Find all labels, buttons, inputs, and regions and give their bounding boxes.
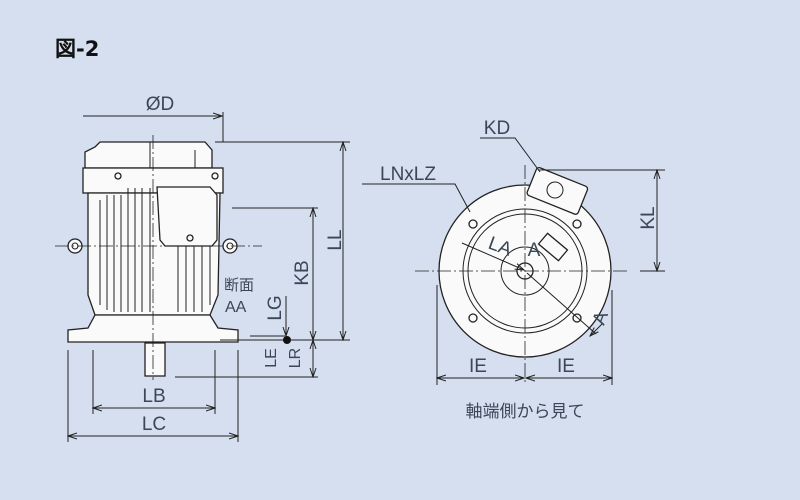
dim-label-lc: LC [142,414,166,435]
terminal-box [156,186,218,247]
dim-label-diameter: ØD [146,94,175,115]
side-view-motor [55,135,262,380]
dim-label-lg: LG [265,295,286,320]
dim-label-kl: KL [638,206,659,229]
shaft [144,342,166,377]
bolt-holes [468,219,582,323]
dim-label-ie-right: IE [557,356,575,377]
dim-label-kd: KD [484,118,510,139]
front-view-motor [415,165,630,385]
dim-label-lr: LR [287,348,304,368]
side-view-dimensions: ØD LL KB LG LE LR LB LC 断面 AA [68,94,350,442]
section-mark-a-top: A [528,240,541,261]
dim-label-lnxlz: LNxLZ [380,164,436,185]
terminal-box-front [526,166,589,215]
section-label-line2: AA [225,299,247,316]
front-view-caption: 軸端側から見て [466,402,585,422]
dim-label-ll: LL [325,229,346,250]
dim-label-lb: LB [142,386,165,407]
dim-label-kb: KB [292,260,313,285]
dim-label-ie-left: IE [469,356,487,377]
figure-title: 図-2 [55,37,100,61]
section-label-line1: 断面 [224,276,254,294]
dim-label-le: LE [263,348,280,368]
